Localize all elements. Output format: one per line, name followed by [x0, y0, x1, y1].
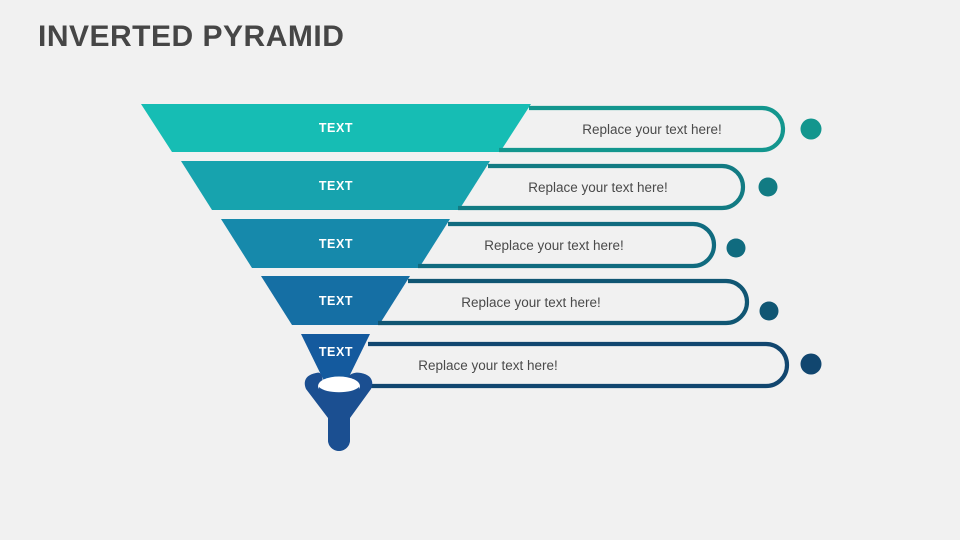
funnel-band-3[interactable] [221, 219, 450, 268]
callout-1[interactable]: Replace your text here! [499, 105, 822, 153]
funnel-stem-body [319, 387, 359, 451]
callout-pill-3-text: Replace your text here! [484, 238, 624, 253]
funnel-level-4[interactable]: TEXT [261, 276, 410, 325]
callout-4[interactable]: Replace your text here! [378, 278, 779, 326]
callout-pill-5[interactable] [345, 341, 790, 389]
callout-5[interactable]: Replace your text here! [345, 341, 822, 389]
callout-pill-3[interactable] [418, 221, 717, 269]
funnel-band-4-label: TEXT [319, 294, 353, 308]
funnel-band-2-label: TEXT [319, 179, 353, 193]
callout-pill-1-text: Replace your text here! [582, 122, 722, 137]
funnel-level-5[interactable]: TEXT [301, 334, 370, 385]
callout-pill-1[interactable] [499, 105, 786, 153]
funnel-band-4[interactable] [261, 276, 410, 325]
page-title: INVERTED PYRAMID [38, 20, 345, 53]
callout-dot-4[interactable] [759, 301, 779, 321]
funnel-band-5-label: TEXT [319, 345, 353, 359]
callout-pill-5-text: Replace your text here! [418, 358, 558, 373]
funnel-level-1[interactable]: TEXT [141, 104, 531, 152]
callout-dot-3[interactable] [726, 238, 746, 258]
callout-pill-4-text: Replace your text here! [461, 295, 601, 310]
funnel-band-3-label: TEXT [319, 237, 353, 251]
callout-pill-2-text: Replace your text here! [528, 180, 668, 195]
callout-pill-2[interactable] [458, 163, 746, 211]
funnel-band-1[interactable] [141, 104, 531, 152]
funnel-stem-opening [318, 376, 360, 396]
callout-dot-5[interactable] [800, 353, 822, 375]
callout-dot-2[interactable] [758, 177, 778, 197]
callout-3[interactable]: Replace your text here! [418, 221, 746, 269]
callout-dot-1[interactable] [800, 118, 822, 140]
callout-2[interactable]: Replace your text here! [458, 163, 778, 211]
funnel-level-2[interactable]: TEXT [181, 161, 490, 210]
funnel-band-2[interactable] [181, 161, 490, 210]
funnel-band-5[interactable] [301, 334, 370, 385]
funnel-level-3[interactable]: TEXT [221, 219, 450, 268]
funnel-stem [304, 372, 373, 451]
funnel-band-1-label: TEXT [319, 121, 353, 135]
callout-pill-4[interactable] [378, 278, 750, 326]
